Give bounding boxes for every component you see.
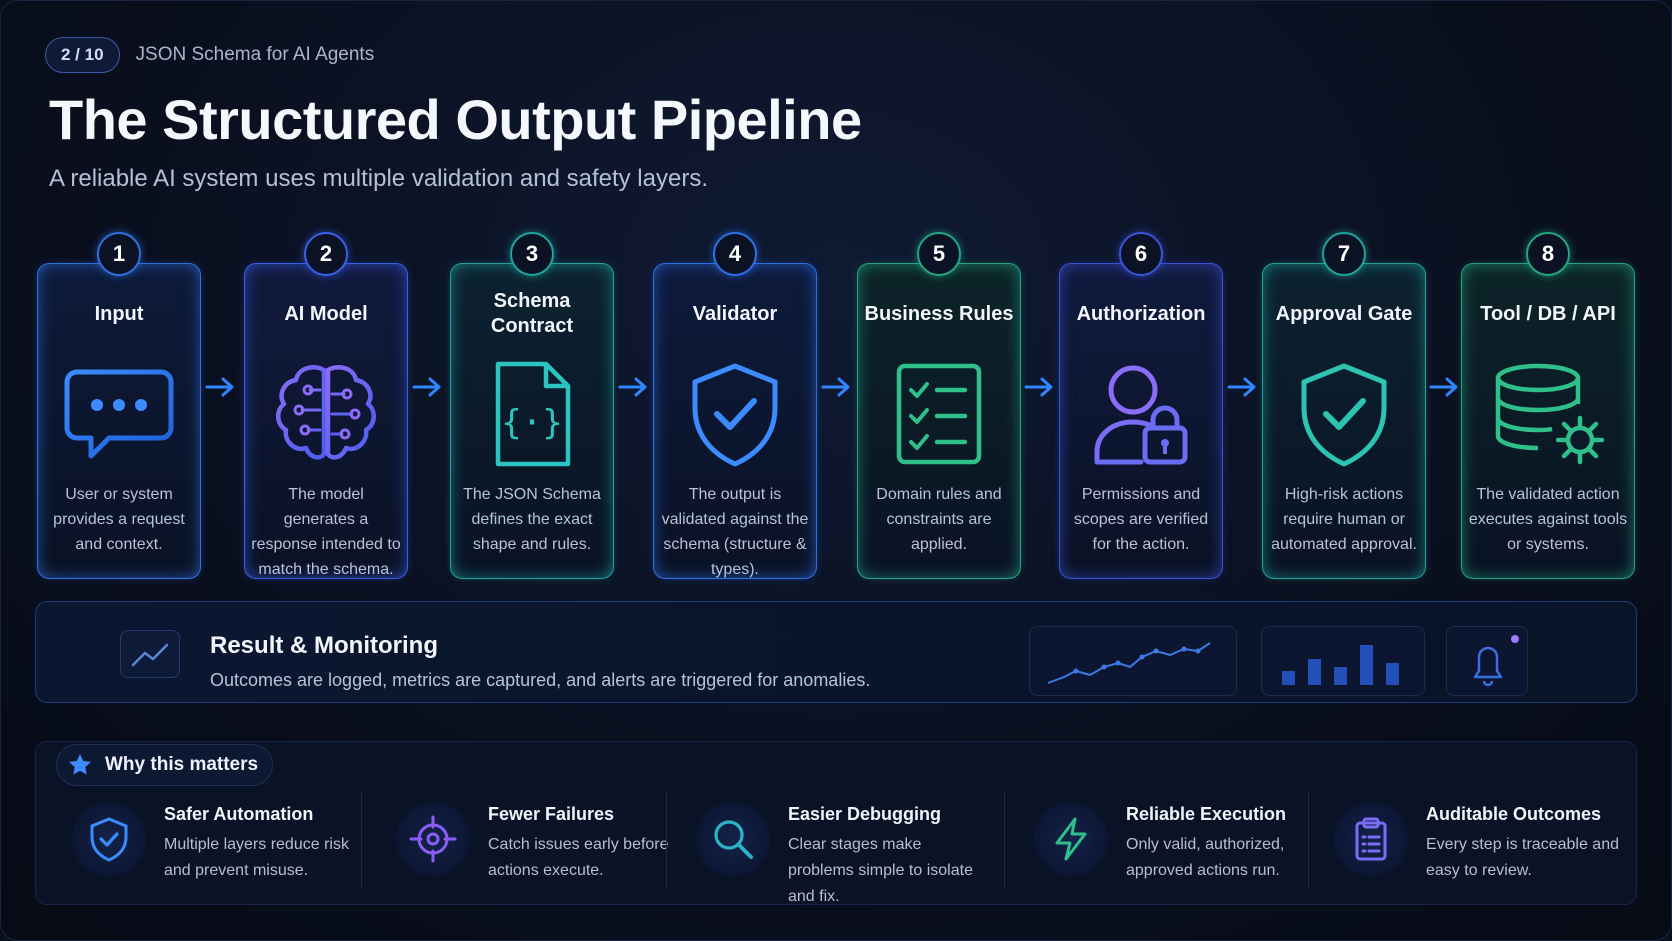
stage-number: 2: [304, 232, 348, 276]
stage-title: Input: [94, 302, 144, 325]
user-lock-icon: [1094, 365, 1188, 465]
arrow-right-icon: [1227, 377, 1256, 397]
arrow-right-icon: [1429, 377, 1458, 397]
result-title: Result & Monitoring: [210, 632, 438, 659]
stage-number: 3: [510, 232, 554, 276]
benefit-title: Auditable Outcomes: [1426, 804, 1602, 824]
stage-card-validator: 4 Validator The output is validated agai…: [653, 232, 817, 579]
benefit-reliable-execution: Reliable Execution Only valid, authorize…: [1034, 788, 1324, 888]
stage-number: 7: [1322, 232, 1366, 276]
stage-card-approval-gate: 7 Approval Gate High-risk actions requir…: [1262, 232, 1426, 579]
arrow-right-icon: [618, 377, 647, 397]
stage-title: Approval Gate: [1275, 302, 1413, 325]
stage-title: Validator: [692, 302, 778, 325]
stage-description: Domain rules and constraints are applied…: [876, 486, 1002, 553]
why-this-matters-panel: Why this matters Safer Automation Multip…: [35, 741, 1637, 905]
stage-description: High-risk actions require human or autom…: [1271, 486, 1417, 553]
benefit-title: Fewer Failures: [488, 804, 615, 824]
json-document-icon: {·}: [495, 361, 571, 467]
stage-card-schema-contract: 3 Schema Contract {·} The JSON Schema de…: [450, 232, 614, 579]
stage-card-ai-model: 2 AI Model The model generates a respons…: [244, 232, 408, 579]
stage-number: 1: [97, 232, 141, 276]
lightning-icon: [1055, 817, 1087, 861]
stage-title: Authorization: [1076, 302, 1206, 325]
stage-description: The validated action executes against to…: [1468, 486, 1628, 553]
divider: [666, 792, 667, 888]
stage-description: The output is validated against the sche…: [661, 486, 809, 578]
result-description: Outcomes are logged, metrics are capture…: [210, 670, 871, 690]
benefit-description: Catch issues early before actions execut…: [488, 836, 669, 879]
arrow-right-icon: [412, 377, 441, 397]
arrow-right-icon: [821, 377, 850, 397]
benefit-title: Reliable Execution: [1126, 804, 1287, 824]
bar-chart-icon: [1261, 626, 1425, 696]
checklist-icon: [896, 363, 982, 465]
page-subtitle: A reliable AI system uses multiple valid…: [49, 165, 708, 192]
benefit-description: Multiple layers reduce risk and prevent …: [164, 836, 349, 879]
svg-text:{·}: {·}: [501, 403, 562, 443]
benefit-easier-debugging: Easier Debugging Clear stages make probl…: [696, 788, 996, 905]
stage-number: 8: [1526, 232, 1570, 276]
stage-card-authorization: 6 Authorization Permissions and scopes a…: [1059, 232, 1223, 579]
benefit-description: Every step is traceable and easy to revi…: [1426, 836, 1619, 879]
stage-number: 4: [713, 232, 757, 276]
benefit-title: Easier Debugging: [788, 804, 942, 824]
database-gear-icon: [1495, 363, 1605, 465]
divider: [1004, 792, 1005, 888]
benefit-description: Only valid, authorized, approved actions…: [1126, 836, 1285, 879]
stage-description: The JSON Schema defines the exact shape …: [463, 486, 601, 553]
result-monitoring-panel: Result & Monitoring Outcomes are logged,…: [35, 601, 1637, 703]
arrow-right-icon: [1024, 377, 1053, 397]
shield-check-icon: [692, 363, 778, 467]
slide-header: 2 / 10 JSON Schema for AI Agents: [45, 37, 374, 73]
stage-number: 5: [917, 232, 961, 276]
arrow-right-icon: [205, 377, 234, 397]
star-icon: [69, 754, 91, 775]
stage-card-input: 1 Input User or system provides a reques…: [37, 232, 201, 579]
why-label-text: Why this matters: [105, 754, 259, 775]
why-this-matters-label: Why this matters: [56, 744, 274, 786]
slide-number-badge: 2 / 10: [45, 37, 120, 73]
line-chart-icon: [1029, 626, 1237, 696]
stage-number: 6: [1119, 232, 1163, 276]
chat-bubble-icon: [64, 369, 174, 459]
clipboard-icon: [1355, 817, 1387, 861]
stage-card-business-rules: 5 Business Rules Domain rules and constr…: [857, 232, 1021, 579]
stage-description: The model generates a response intended …: [251, 486, 401, 578]
magnifier-icon: [714, 820, 753, 859]
shield-check-icon: [90, 817, 128, 862]
benefit-auditable-outcomes: Auditable Outcomes Every step is traceab…: [1334, 788, 1624, 888]
stage-title: AI Model: [284, 302, 368, 325]
deck-title: JSON Schema for AI Agents: [135, 44, 375, 65]
bell-icon: [1446, 626, 1528, 696]
stage-title: Business Rules: [864, 302, 1014, 325]
stage-title: Tool / DB / API: [1480, 302, 1616, 325]
benefit-title: Safer Automation: [164, 804, 314, 824]
page-title: The Structured Output Pipeline: [49, 88, 862, 151]
stage-description: Permissions and scopes are verified for …: [1073, 486, 1209, 553]
divider: [361, 792, 362, 888]
benefit-fewer-failures: Fewer Failures Catch issues early before…: [396, 788, 686, 888]
brain-circuit-icon: [276, 365, 376, 460]
divider: [1308, 792, 1309, 888]
trend-line-icon: [120, 630, 180, 678]
target-icon: [409, 815, 457, 863]
stage-description: User or system provides a request and co…: [53, 486, 185, 553]
benefit-description: Clear stages make problems simple to iso…: [788, 836, 973, 905]
benefit-safer-automation: Safer Automation Multiple layers reduce …: [72, 788, 362, 888]
shield-check-icon: [1301, 363, 1387, 467]
stage-card-tool-db-api: 8 Tool / DB / API The validated action e…: [1461, 232, 1635, 579]
stage-title: Schema Contract: [490, 290, 574, 337]
pipeline-stages: 1 Input User or system provides a reques…: [37, 225, 1637, 581]
